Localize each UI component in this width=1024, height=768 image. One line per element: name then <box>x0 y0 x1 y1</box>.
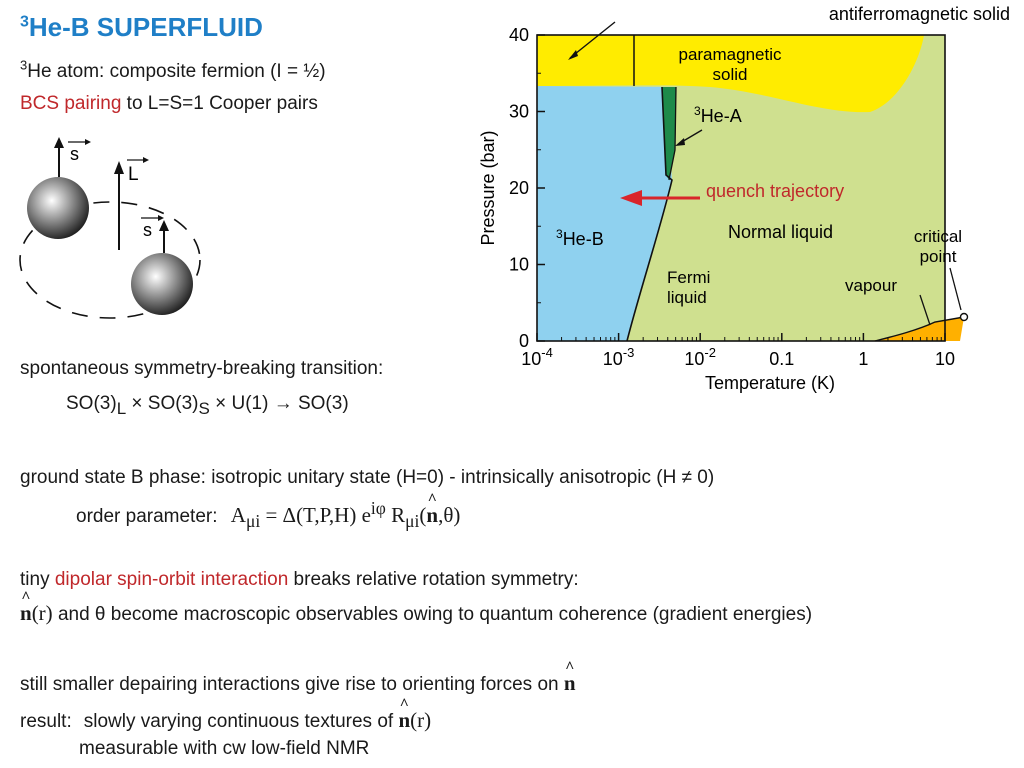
y-tick-label: 10 <box>509 255 529 275</box>
n-hat-symbol: n <box>426 491 438 528</box>
x-axis-label: Temperature (K) <box>705 373 835 393</box>
he-b-region <box>537 86 672 341</box>
orbital-arrow <box>114 161 124 174</box>
n-hat-symbol: n <box>398 696 410 733</box>
y-tick-label: 20 <box>509 178 529 198</box>
x-tick-label: 10-3 <box>603 345 635 369</box>
critical-label-2: point <box>920 247 957 266</box>
critical-point-marker <box>959 312 969 322</box>
atom-line: 3He atom: composite fermion (I = ½) <box>20 57 326 82</box>
he-a-label: 3He-A <box>694 104 742 126</box>
transition-line: spontaneous symmetry-breaking transition… <box>20 358 384 379</box>
para-label-1: paramagnetic <box>678 45 782 64</box>
orbital-label: L <box>128 164 139 185</box>
bcs-line: BCS pairing to L=S=1 Cooper pairs <box>20 93 318 114</box>
atom-sphere-2 <box>131 253 193 315</box>
afm-label: antiferromagnetic solid <box>829 4 1010 24</box>
afm-arrow <box>569 21 616 59</box>
spin-label-1: s <box>70 144 79 164</box>
y-tick-label: 30 <box>509 102 529 122</box>
critical-label-1: critical <box>914 227 962 246</box>
cooper-pair-diagram: s L s <box>19 137 201 319</box>
para-label-2: solid <box>713 65 748 84</box>
spin-arrow-2 <box>159 220 169 231</box>
he-b-label: 3He-B <box>556 227 604 249</box>
spin-arrow-1 <box>54 137 64 148</box>
ground-state-line: ground state B phase: isotropic unitary … <box>20 467 715 488</box>
y-axis-label: Pressure (bar) <box>478 130 498 245</box>
vapour-label: vapour <box>845 276 897 295</box>
phase-diagram-plot <box>536 34 969 342</box>
spin-label-2: s <box>143 220 152 240</box>
order-parameter-line: order parameter: Aμi = Δ(T,P,H) eiφ Rμi(… <box>76 491 460 530</box>
phase-diagram: 10-4 10-3 10-2 0.1 1 10 0 10 20 30 40 antiferromag… <box>478 4 1010 393</box>
result-line: result:slowly varying continuous texture… <box>20 696 431 733</box>
atom-sphere-1 <box>27 177 89 239</box>
n-hat-symbol: n <box>564 659 576 696</box>
y-tick-label: 40 <box>509 25 529 45</box>
depairing-line: still smaller depairing interactions giv… <box>20 659 576 696</box>
x-tick-label: 1 <box>858 349 868 369</box>
quench-label: quench trajectory <box>706 181 844 201</box>
orbit-ellipse <box>19 201 201 319</box>
x-tick-label: 10 <box>935 349 955 369</box>
n-hat-symbol: n <box>20 589 32 626</box>
x-tick-label: 10-2 <box>684 345 716 369</box>
x-tick-label: 0.1 <box>769 349 794 369</box>
x-tick-label: 10-4 <box>521 345 553 369</box>
observables-line: n(r) and θ become macroscopic observable… <box>20 589 812 626</box>
fermi-label-2: liquid <box>667 288 707 307</box>
symmetry-group: SO(3)L × SO(3)S × U(1) → SO(3) <box>66 393 349 418</box>
normal-liquid-label: Normal liquid <box>728 222 833 242</box>
result-line-2: measurable with cw low-field NMR <box>79 738 370 759</box>
slide-title: 3He-B SUPERFLUID <box>20 12 263 42</box>
dipolar-line: tiny dipolar spin-orbit interaction brea… <box>20 569 579 590</box>
fermi-label-1: Fermi <box>667 268 710 287</box>
vapour-region <box>870 317 964 341</box>
y-tick-label: 0 <box>519 331 529 351</box>
